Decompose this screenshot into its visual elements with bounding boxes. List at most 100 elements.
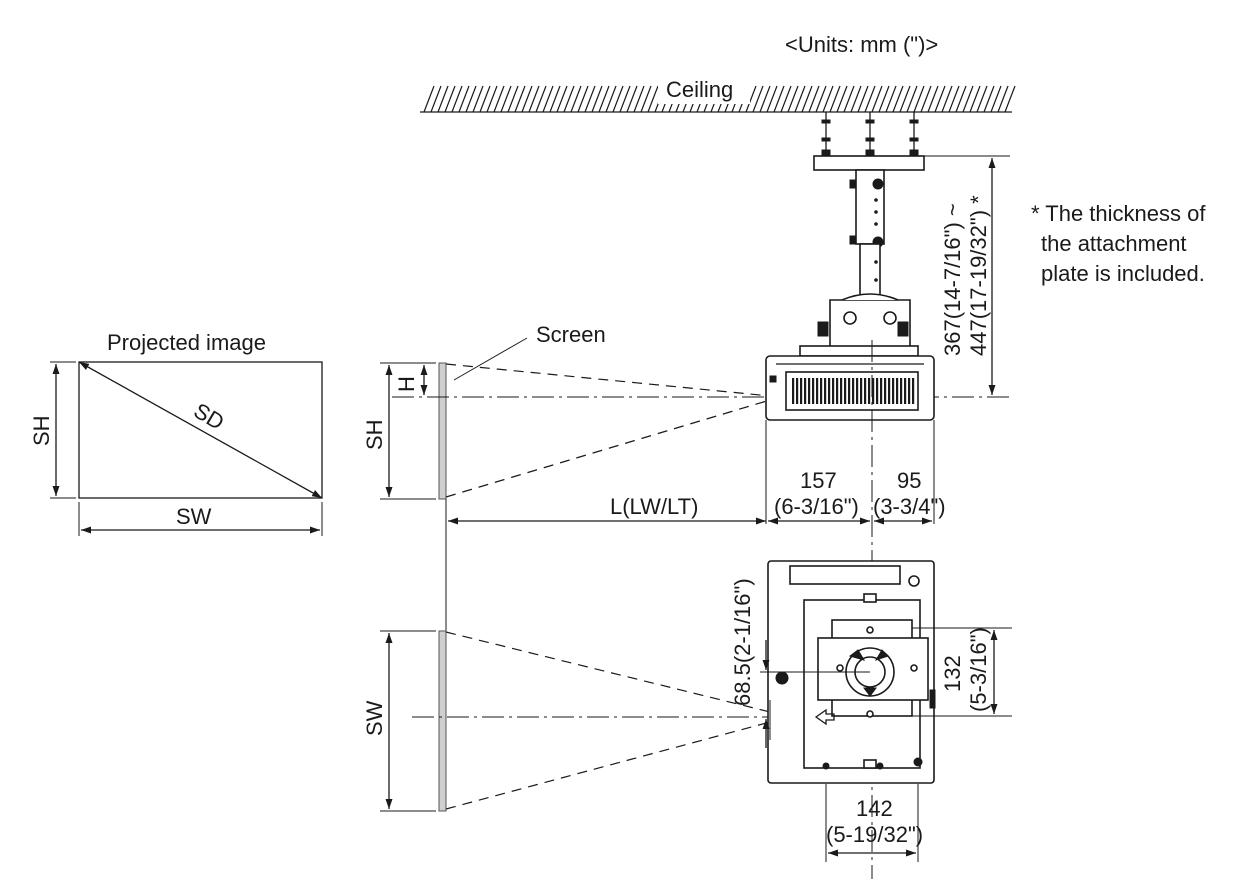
drop-height-max: 447(17-19/32") * bbox=[966, 195, 991, 356]
vent-slat bbox=[848, 378, 851, 404]
vent-slat bbox=[868, 378, 871, 404]
vent-slat bbox=[812, 378, 815, 404]
hatch-stroke bbox=[941, 85, 953, 113]
vent-slat bbox=[804, 378, 807, 404]
hatch-stroke bbox=[955, 85, 967, 113]
hatch-stroke bbox=[976, 85, 988, 113]
vent-slat bbox=[824, 378, 827, 404]
hatch-stroke bbox=[843, 85, 855, 113]
hatch-stroke bbox=[493, 85, 505, 113]
hatch-stroke bbox=[423, 85, 435, 113]
screen-side bbox=[438, 362, 447, 500]
vent-slat bbox=[884, 378, 887, 404]
projected-image-height-label: SH bbox=[29, 415, 54, 446]
vent-slat bbox=[888, 378, 891, 404]
hatch-stroke bbox=[598, 85, 610, 113]
drop-height-min: 367(14-7/16") ~ bbox=[940, 203, 965, 356]
ceiling-mount-bracket bbox=[799, 112, 925, 357]
hatch-stroke bbox=[521, 85, 533, 113]
hatch-stroke bbox=[1004, 85, 1016, 113]
mount-width-dimension: 142 (5-19/32") bbox=[825, 784, 923, 862]
projector-side bbox=[765, 355, 935, 421]
hatch-stroke bbox=[633, 85, 645, 113]
top-width-label: SW bbox=[362, 700, 387, 736]
units-note: <Units: mm (")> bbox=[785, 32, 938, 57]
mount-width-value: 142 bbox=[856, 796, 893, 821]
vent-slat bbox=[816, 378, 819, 404]
vent-slat bbox=[836, 378, 839, 404]
hatch-stroke bbox=[486, 85, 498, 113]
top-view: SW bbox=[362, 630, 771, 812]
hatch-stroke bbox=[787, 85, 799, 113]
footnote: * The thickness of the attachment plate … bbox=[1031, 201, 1206, 286]
hatch-stroke bbox=[535, 85, 547, 113]
hatch-stroke bbox=[948, 85, 960, 113]
vent-slat bbox=[908, 378, 911, 404]
vent-slat bbox=[900, 378, 903, 404]
depth-dimensions: 157 (6-3/16") 95 (3-3/4") bbox=[765, 340, 946, 879]
hatch-stroke bbox=[983, 85, 995, 113]
hatch-stroke bbox=[780, 85, 792, 113]
hatch-stroke bbox=[591, 85, 603, 113]
hatch-stroke bbox=[528, 85, 540, 113]
vent-slat bbox=[844, 378, 847, 404]
vent-slat bbox=[808, 378, 811, 404]
vent-slat bbox=[880, 378, 883, 404]
screen-top bbox=[438, 630, 447, 812]
hatch-stroke bbox=[626, 85, 638, 113]
rear-depth-inches: (3-3/4") bbox=[873, 494, 946, 519]
hatch-stroke bbox=[766, 85, 778, 113]
front-depth-inches: (6-3/16") bbox=[774, 494, 859, 519]
hatch-stroke bbox=[997, 85, 1009, 113]
projector-vent bbox=[792, 378, 915, 404]
hatch-stroke bbox=[899, 85, 911, 113]
vent-slat bbox=[852, 378, 855, 404]
hatch-stroke bbox=[647, 85, 659, 113]
hatch-stroke bbox=[962, 85, 974, 113]
rear-depth-value: 95 bbox=[897, 468, 921, 493]
lens-offset-value: 68.5(2-1/16") bbox=[730, 578, 755, 706]
vent-slat bbox=[892, 378, 895, 404]
hatch-stroke bbox=[507, 85, 519, 113]
vent-slat bbox=[832, 378, 835, 404]
hatch-stroke bbox=[584, 85, 596, 113]
hatch-stroke bbox=[458, 85, 470, 113]
vent-slat bbox=[820, 378, 823, 404]
hatch-stroke bbox=[864, 85, 876, 113]
hatch-stroke bbox=[437, 85, 449, 113]
projected-image-title: Projected image bbox=[107, 330, 266, 355]
hatch-stroke bbox=[612, 85, 624, 113]
hatch-stroke bbox=[465, 85, 477, 113]
hatch-stroke bbox=[514, 85, 526, 113]
hatch-stroke bbox=[815, 85, 827, 113]
vent-slat bbox=[860, 378, 863, 404]
vent-slat bbox=[896, 378, 899, 404]
hatch-stroke bbox=[752, 85, 764, 113]
hatch-stroke bbox=[605, 85, 617, 113]
front-depth-value: 157 bbox=[800, 468, 837, 493]
hatch-stroke bbox=[451, 85, 463, 113]
hatch-stroke bbox=[850, 85, 862, 113]
throw-distance-label: L(LW/LT) bbox=[610, 494, 698, 519]
hatch-stroke bbox=[563, 85, 575, 113]
hatch-stroke bbox=[906, 85, 918, 113]
mount-depth-value: 132 bbox=[940, 655, 965, 692]
hatch-stroke bbox=[500, 85, 512, 113]
mount-width-inches: (5-19/32") bbox=[826, 822, 923, 847]
hatch-stroke bbox=[927, 85, 939, 113]
hatch-stroke bbox=[794, 85, 806, 113]
vent-slat bbox=[872, 378, 875, 404]
vent-slat bbox=[904, 378, 907, 404]
hatch-stroke bbox=[892, 85, 904, 113]
vent-slat bbox=[796, 378, 799, 404]
hatch-stroke bbox=[444, 85, 456, 113]
hatch-stroke bbox=[920, 85, 932, 113]
vent-slat bbox=[828, 378, 831, 404]
hatch-stroke bbox=[878, 85, 890, 113]
hatch-stroke bbox=[577, 85, 589, 113]
hatch-stroke bbox=[556, 85, 568, 113]
vent-slat bbox=[864, 378, 867, 404]
lens-offset-dimension: 68.5(2-1/16") bbox=[730, 578, 870, 748]
ceiling: Ceiling bbox=[420, 74, 1016, 113]
